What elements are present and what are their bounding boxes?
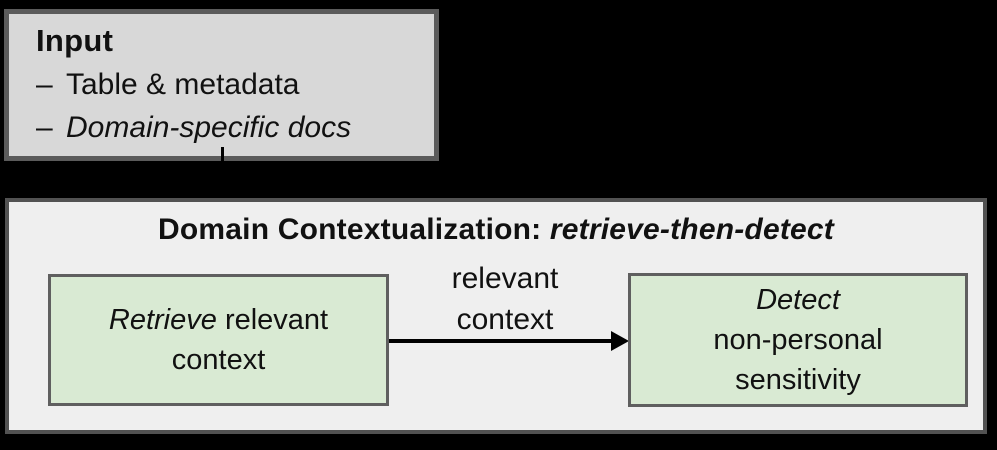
pipeline-title-prefix: Domain Contextualization: [158,213,542,246]
input-card: Input – Table & metadata – Domain-specif… [4,9,439,161]
detect-node: Detect non-personal sensitivity [628,273,968,407]
retrieve-node: Retrieve relevant context [48,274,389,406]
pipeline-title: Domain Contextualization: retrieve-then-… [5,211,987,249]
retrieve-node-line2: context [171,344,266,376]
retrieve-node-emphasis: Retrieve [108,304,217,336]
detect-node-line3: sensitivity [735,364,861,396]
arrow-label: relevant context [410,258,600,340]
input-item-label: Table & metadata [66,68,300,101]
retrieve-node-line1: Retrieve relevant [109,300,328,340]
arrow-label-line1: relevant [451,262,559,295]
input-to-pipeline-connector-line [221,147,224,198]
input-card-title: Input [36,23,114,58]
arrow-label-line2: context [456,303,554,336]
input-item-domain-docs: – Domain-specific docs [36,106,434,149]
pipeline-title-emphasis: retrieve-then-detect [549,213,834,246]
retrieve-node-rest: relevant [224,304,329,336]
detect-node-line2: non-personal [713,324,883,356]
input-item-table-metadata: – Table & metadata [36,63,434,106]
arrow-head-icon [611,331,629,351]
bullet-dash: – [36,111,53,144]
detect-node-emphasis: Detect [756,284,840,316]
bullet-dash: – [36,68,53,101]
flow-arrow-line [389,339,615,343]
input-item-label: Domain-specific docs [66,111,352,144]
